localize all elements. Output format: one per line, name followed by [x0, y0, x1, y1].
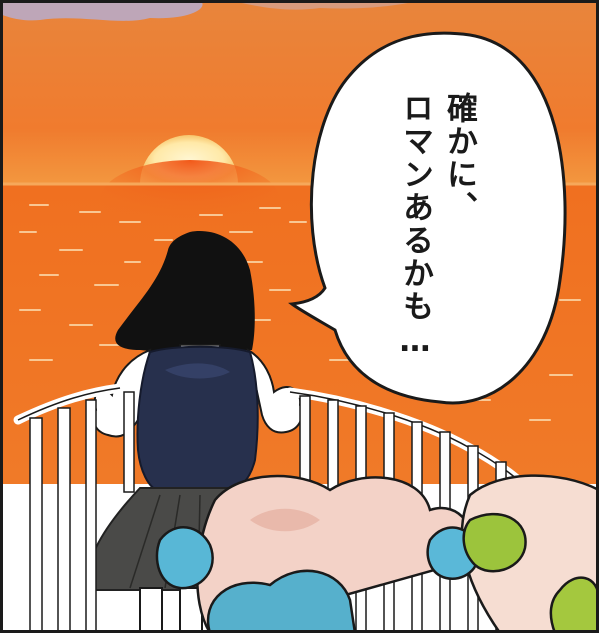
speech-bubble-text: 確かに、 ロマンあるかも…: [385, 92, 481, 392]
sea-sparkles: [19, 204, 581, 421]
cloud: [0, 0, 203, 21]
girl-jacket: [136, 345, 259, 493]
sun-reflection: [100, 160, 280, 240]
girl-hair: [115, 231, 255, 352]
speech-line-2: ロマンあるかも…: [397, 92, 433, 361]
speech-line-1: 確かに、: [441, 92, 477, 224]
girl-leg: [139, 587, 163, 633]
flower-bouquet: [155, 474, 599, 633]
jacket-highlight: [165, 363, 230, 379]
speech-bubble: [288, 31, 567, 405]
